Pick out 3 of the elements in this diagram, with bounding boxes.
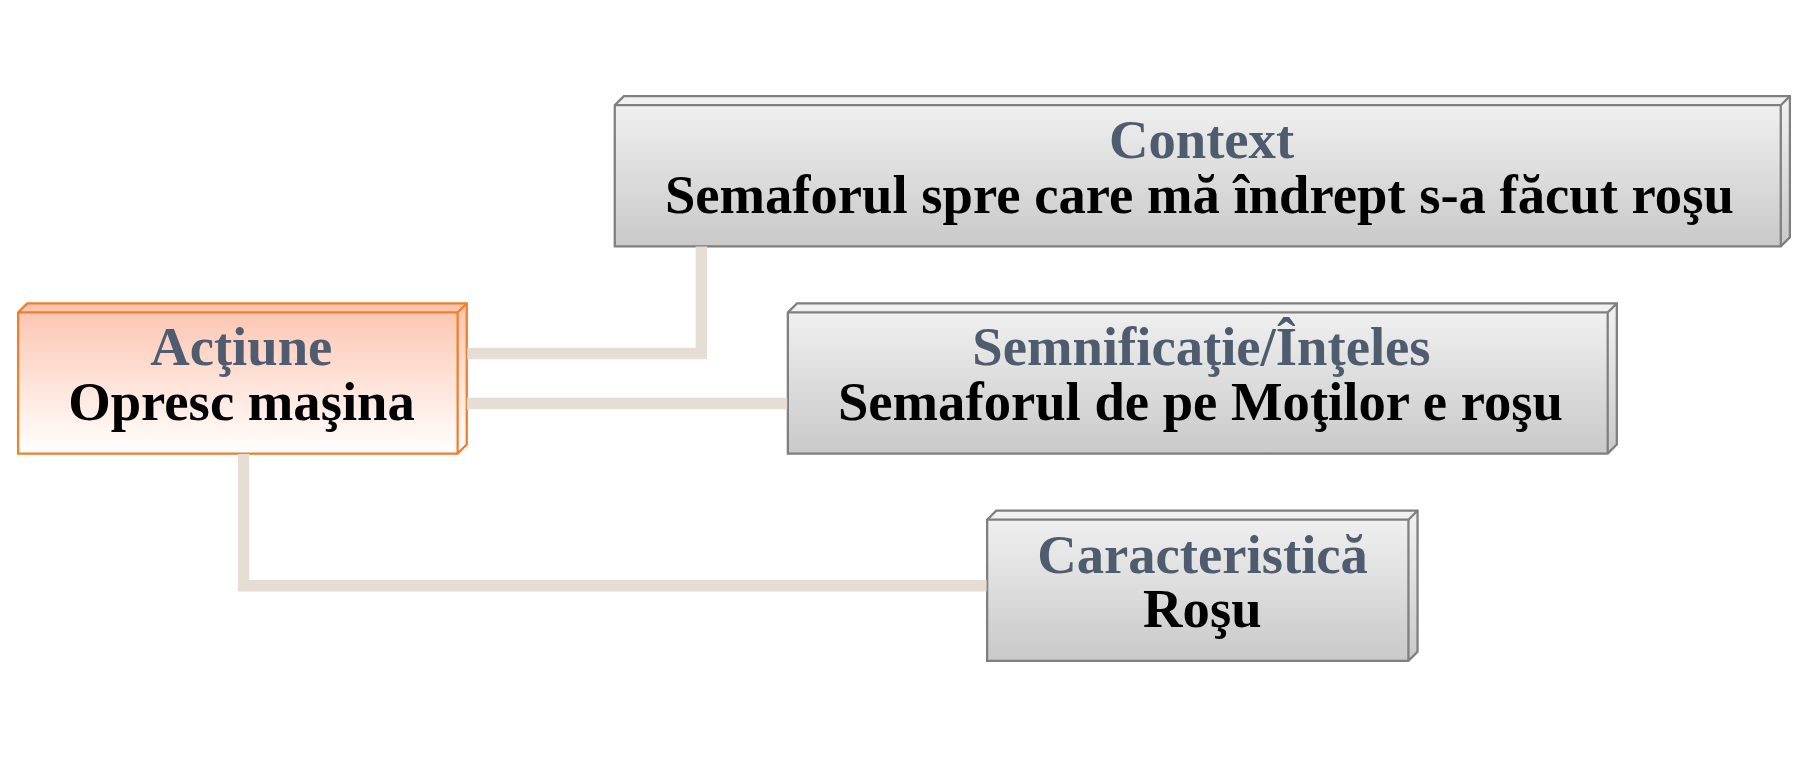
connector (467, 246, 707, 360)
connector (466, 397, 788, 410)
connector (237, 453, 987, 592)
